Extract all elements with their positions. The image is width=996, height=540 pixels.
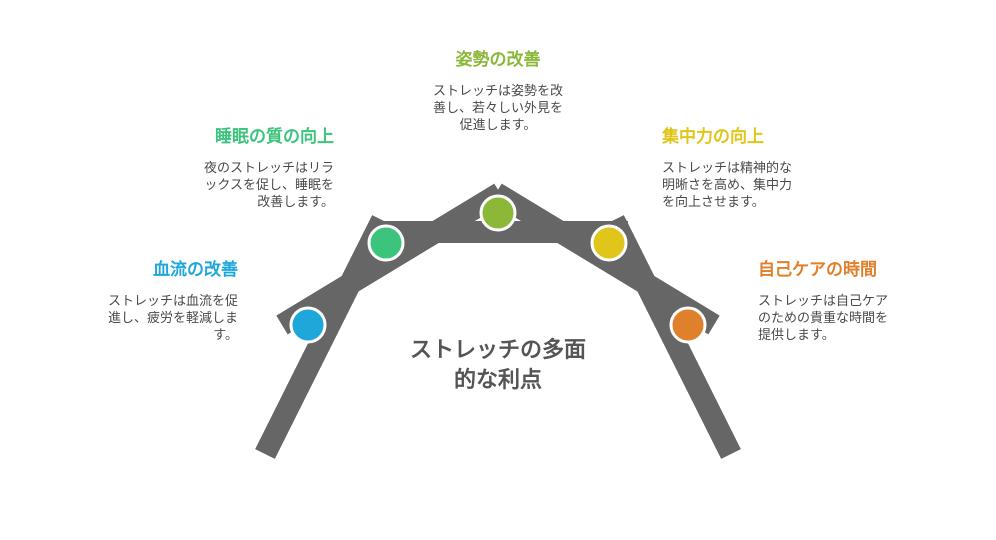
benefit-blood-description: ストレッチは血流を促 進し、疲労を軽減しま す。 [107,294,238,343]
benefit-focus: 集中力の向上 ストレッチは精神的な 明晰さを高め、集中力 を向上させます。 [662,126,862,211]
frame-left-leg [255,215,392,459]
node-posture [479,194,517,232]
node-selfcare [669,306,707,344]
benefit-posture-title: 姿勢の改善 [455,50,541,70]
benefit-nodes [289,194,707,344]
benefit-posture: 姿勢の改善 ストレッチは姿勢を改 善し、若々しい外見を 促進します。 [398,49,598,134]
node-sleep [367,224,405,262]
benefit-selfcare-description: ストレッチは自己ケア のための貴重な時間を 提供します。 [758,294,889,343]
node-focus [590,224,628,262]
benefit-blood-title: 血流の改善 [153,260,238,280]
benefit-selfcare: 自己ケアの時間 ストレッチは自己ケア のための貴重な時間を 提供します。 [758,259,938,344]
arch-frame [255,183,741,459]
benefit-sleep-description: 夜のストレッチはリラ ックスを促し、睡眠を 改善します。 [203,161,334,210]
benefit-sleep: 睡眠の質の向上 夜のストレッチはリラ ックスを促し、睡眠を 改善します。 [134,126,334,211]
benefit-blood: 血流の改善 ストレッチは血流を促 進し、疲労を軽減しま す。 [58,259,238,344]
diagram-title: ストレッチの多面 的な利点 [409,338,586,393]
benefit-sleep-title: 睡眠の質の向上 [215,127,334,147]
benefit-posture-description: ストレッチは姿勢を改 善し、若々しい外見を 促進します。 [432,84,563,133]
benefit-focus-description: ストレッチは精神的な 明晰さを高め、集中力 を向上させます。 [662,161,793,210]
frame-right-leg [604,215,741,459]
node-blood [289,306,327,344]
benefit-focus-title: 集中力の向上 [662,127,764,147]
benefit-selfcare-title: 自己ケアの時間 [758,260,877,280]
